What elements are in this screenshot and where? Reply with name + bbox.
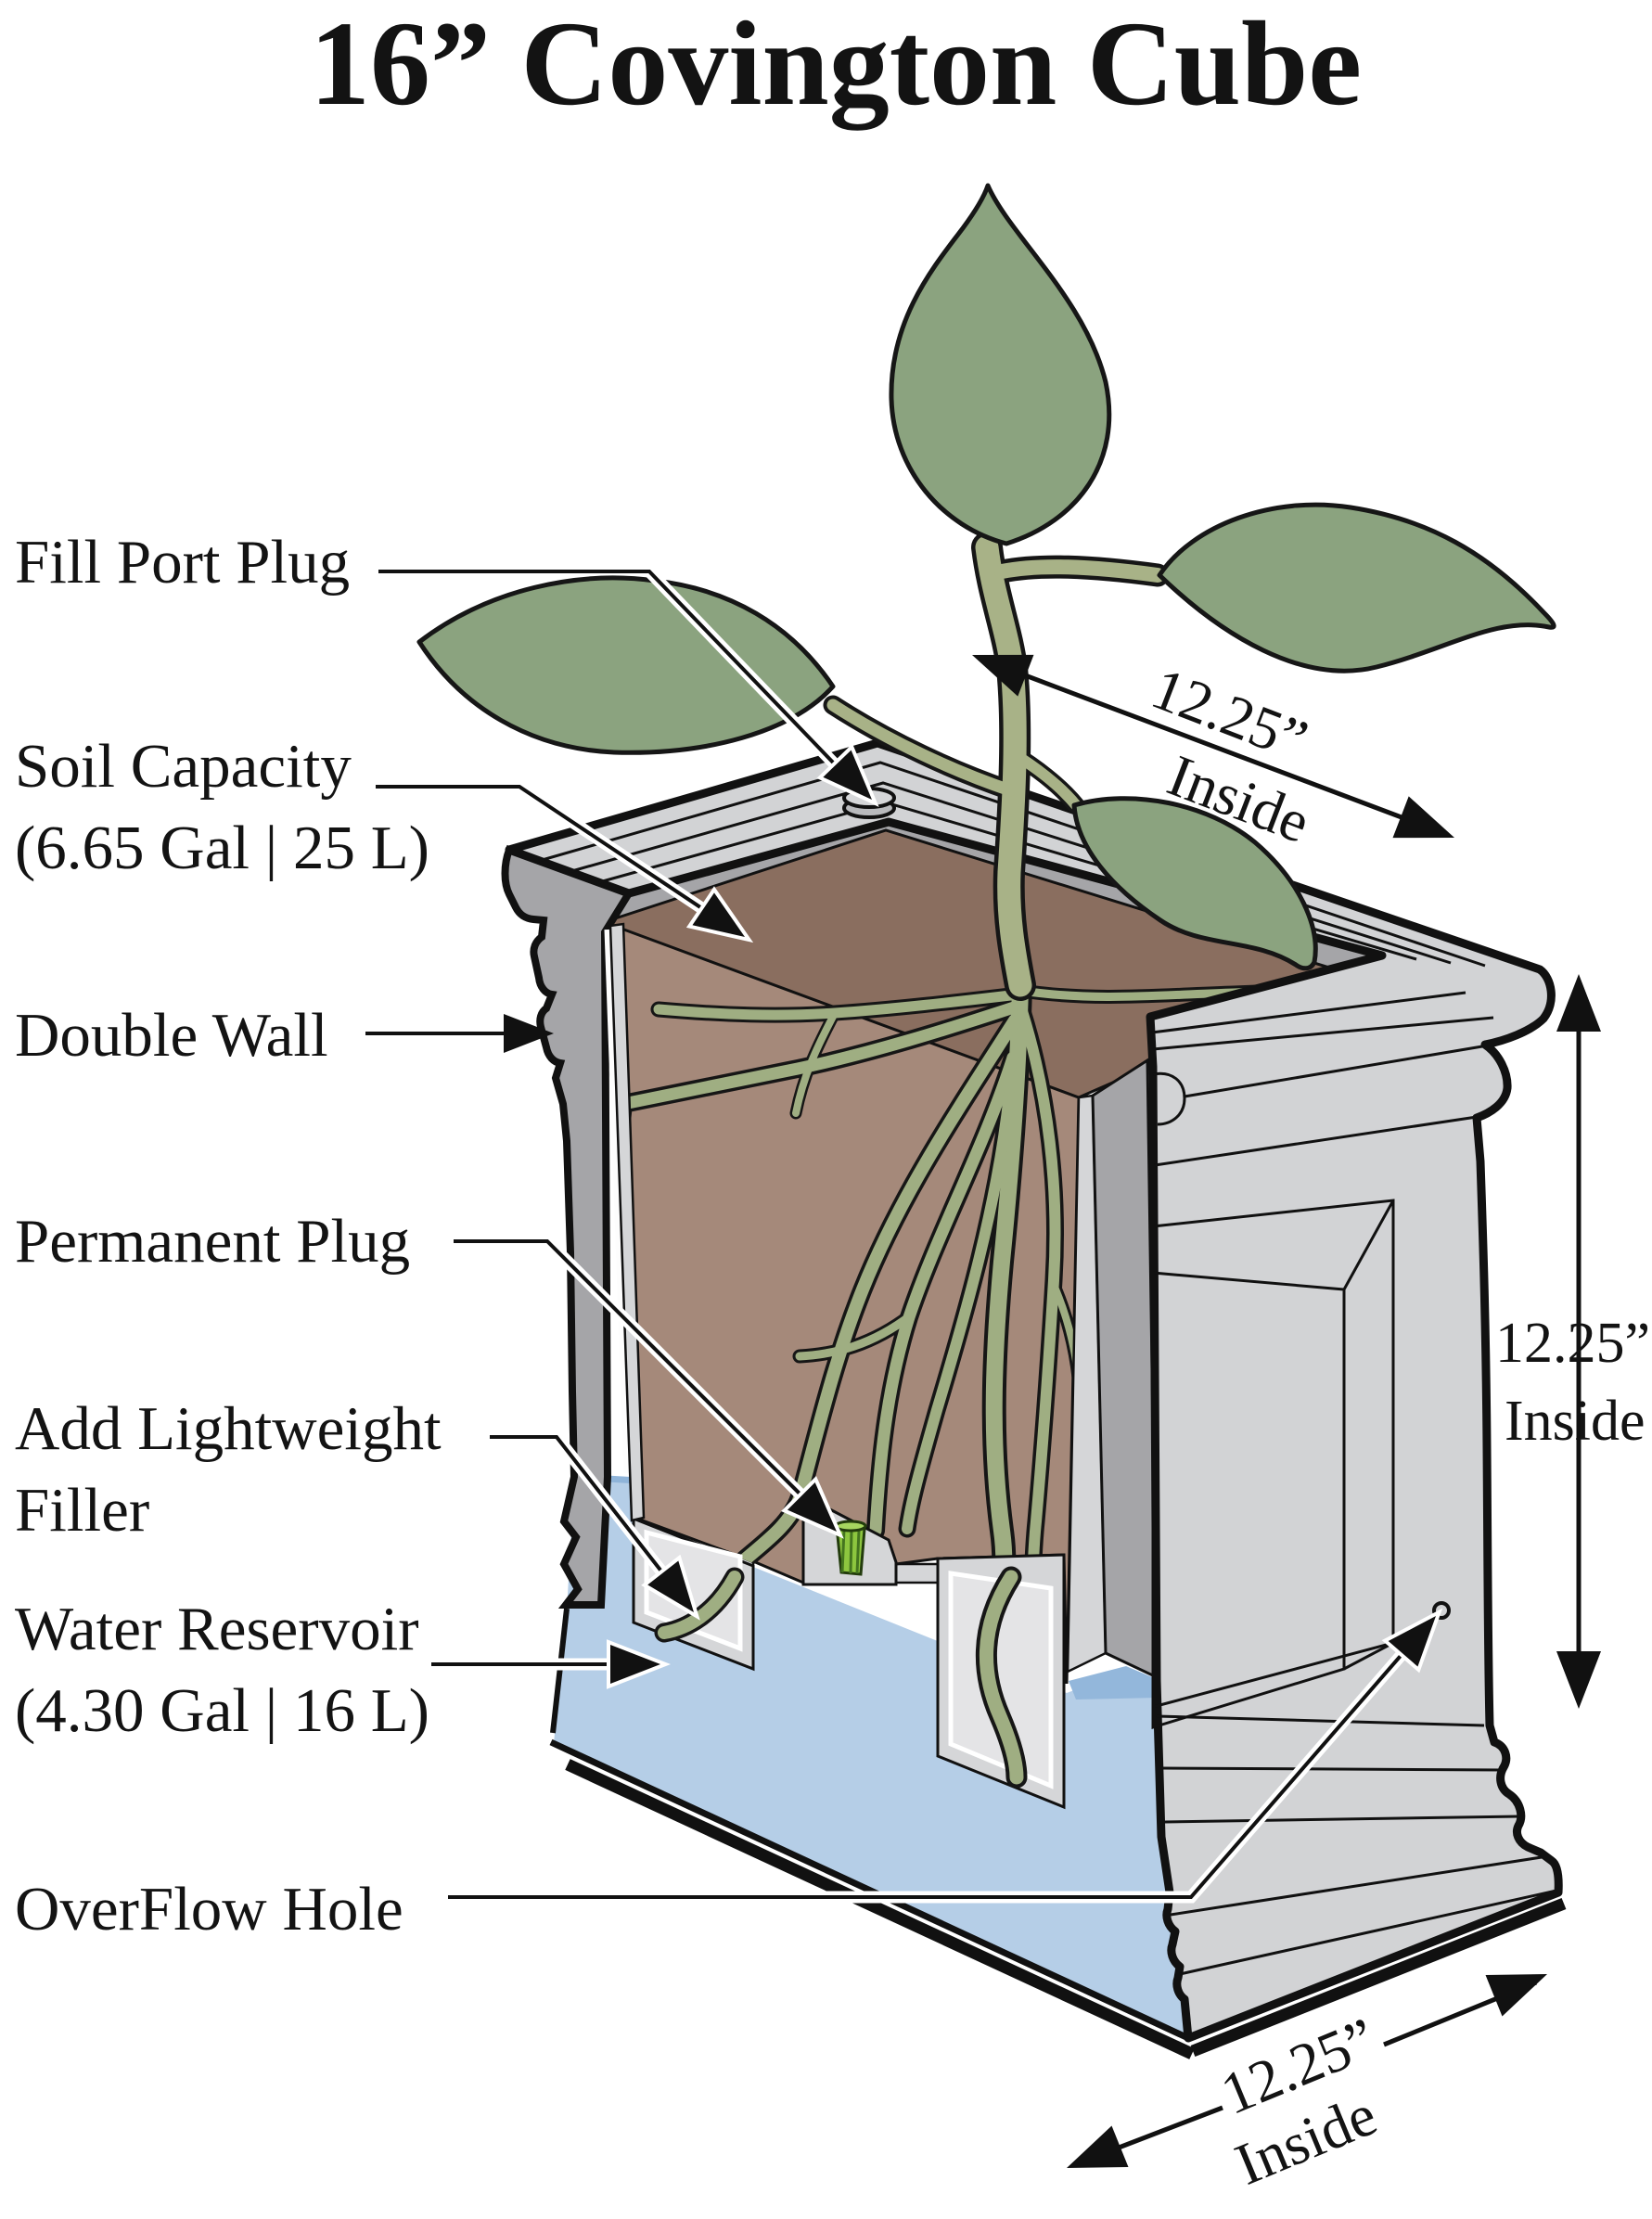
svg-text:12.25”: 12.25” bbox=[1144, 655, 1316, 774]
svg-text:16” Covington Cube: 16” Covington Cube bbox=[310, 0, 1362, 131]
svg-text:Add Lightweight: Add Lightweight bbox=[15, 1394, 442, 1463]
svg-text:Fill Port Plug: Fill Port Plug bbox=[15, 528, 350, 596]
svg-text:Double Wall: Double Wall bbox=[15, 1001, 328, 1070]
svg-text:(6.65 Gal | 25 L): (6.65 Gal | 25 L) bbox=[15, 814, 429, 882]
svg-text:Filler: Filler bbox=[15, 1476, 149, 1545]
svg-text:Permanent Plug: Permanent Plug bbox=[15, 1207, 410, 1276]
svg-text:12.25”: 12.25” bbox=[1495, 1312, 1650, 1375]
svg-text:Soil Capacity: Soil Capacity bbox=[15, 732, 352, 801]
svg-text:Water Reservoir: Water Reservoir bbox=[15, 1595, 419, 1663]
svg-text:OverFlow Hole: OverFlow Hole bbox=[15, 1875, 403, 1943]
svg-text:Inside: Inside bbox=[1505, 1390, 1646, 1453]
svg-text:(4.30 Gal | 16 L): (4.30 Gal | 16 L) bbox=[15, 1676, 429, 1745]
